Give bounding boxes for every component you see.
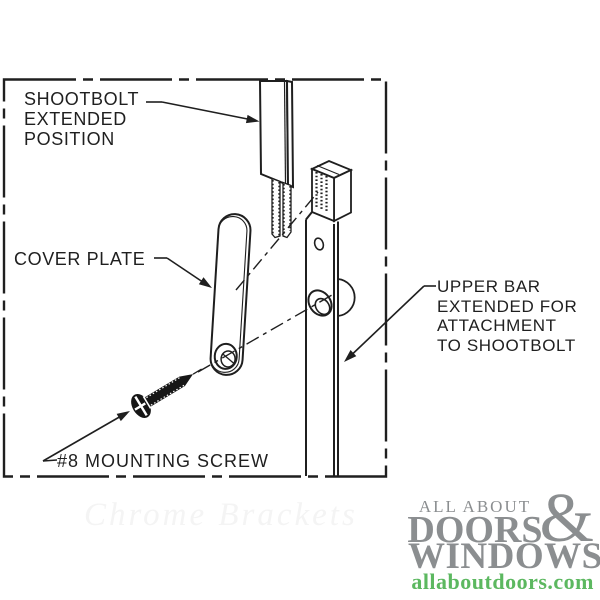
arrowhead-shootbolt: [245, 114, 260, 124]
shootbolt-drawing: [258, 79, 295, 189]
logo-top-rows: ALL ABOUT DOORS &: [407, 480, 594, 557]
shootbolt-threaded-rod: [271, 177, 292, 239]
upper-bar-drawing: [305, 211, 356, 476]
logo-all-about: ALL ABOUT: [418, 497, 532, 516]
leader-mounting-screw: [42, 411, 130, 462]
upper-bar-screw-hole: [307, 289, 333, 317]
logo-url: allaboutdoors.com: [411, 568, 594, 594]
logo-ampersand: &: [539, 480, 594, 557]
mounting-screw-label: #8 MOUNTING SCREW: [57, 451, 270, 471]
leader-cover-plate: [154, 257, 212, 288]
logo-stack: ALL ABOUT DOORS: [407, 492, 543, 551]
logo-windows: WINDOWS: [408, 535, 600, 577]
phillips-slot-horizontal: [134, 402, 146, 411]
upper-bar-label: UPPER BAR EXTENDED FOR ATTACHMENT TO SHO…: [437, 277, 578, 355]
leader-upper-bar: [344, 285, 436, 362]
drawing-border: [2, 78, 388, 478]
cover-plate-drawing: [209, 213, 252, 376]
arrowhead-cover-plate: [198, 277, 212, 288]
logo-doors: DOORS: [407, 509, 543, 551]
dealer-logo: ALL ABOUT DOORS & WINDOWS allaboutdoors.…: [407, 480, 600, 594]
upper-bar-small-hole: [313, 237, 325, 251]
arrowhead-mounting-screw: [116, 411, 130, 422]
shootbolt-label: SHOOTBOLT EXTENDED POSITION: [24, 89, 140, 149]
cover-plate-label: COVER PLATE: [14, 249, 146, 269]
arrowhead-upper-bar: [344, 350, 357, 362]
cover-plate-hole: [213, 342, 238, 370]
leader-shootbolt: [146, 101, 260, 124]
mounting-screw-drawing: [131, 368, 202, 418]
upper-bar-boss: [337, 278, 356, 317]
watermark-text: Chrome Brackets: [84, 497, 358, 533]
shootbolt-alignment-centerline: [235, 191, 319, 291]
screw-axis-centerline: [197, 294, 333, 373]
thread-receiver-drawing: [309, 160, 354, 223]
